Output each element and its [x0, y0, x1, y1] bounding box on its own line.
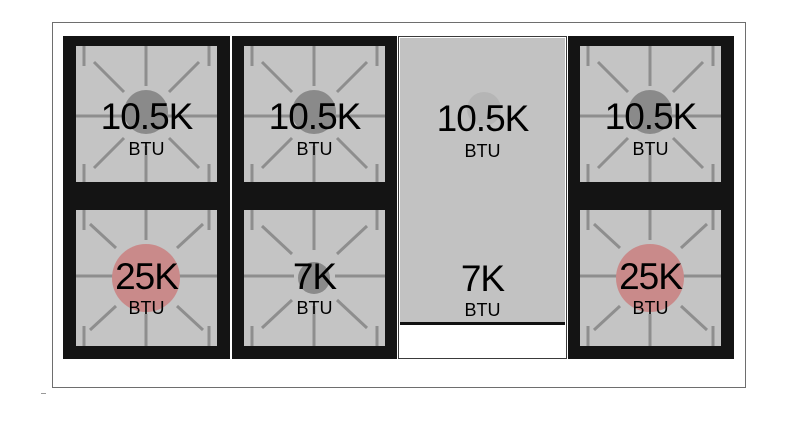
burner-cap-icon — [628, 90, 672, 134]
burner-cap-high-icon — [112, 244, 180, 312]
burner-unit: BTU — [296, 139, 333, 159]
burner-rating: 10.5K — [604, 96, 698, 137]
griddle-surface: 10.5K BTU 7K BTU — [400, 38, 565, 322]
griddle-upper-unit: BTU — [464, 141, 501, 161]
griddle-lower-unit: BTU — [464, 300, 501, 320]
grate-bars-icon — [76, 46, 217, 182]
burner-cell-left-rear[interactable]: 10.5K BTU — [76, 46, 217, 182]
grate-bars-icon — [76, 210, 217, 346]
griddle-upper-rating: 10.5K — [436, 98, 530, 139]
griddle-burner-mark-icon — [467, 92, 501, 126]
griddle-lower-rating: 7K — [460, 258, 505, 299]
burner-cell-right-front[interactable]: 25K BTU — [580, 210, 721, 346]
grate-bars-icon — [244, 46, 385, 182]
burner-cap-high-icon — [616, 244, 684, 312]
griddle-rim — [400, 322, 565, 325]
griddle[interactable]: 10.5K BTU 7K BTU — [398, 36, 567, 359]
stray-mark — [41, 393, 46, 394]
burner-unit: BTU — [632, 298, 669, 318]
burner-unit: BTU — [296, 298, 333, 318]
grate-bars-icon — [580, 210, 721, 346]
burner-rating: 10.5K — [268, 96, 362, 137]
burner-cell-left-front[interactable]: 25K BTU — [76, 210, 217, 346]
burner-rating: 7K — [292, 256, 337, 297]
grate-bars-icon — [244, 210, 385, 346]
burner-unit: BTU — [128, 139, 165, 159]
burner-unit: BTU — [632, 139, 669, 159]
burner-cap-icon — [298, 262, 330, 294]
grate-bars-icon — [580, 46, 721, 182]
burner-cell-right-rear[interactable]: 10.5K BTU — [580, 46, 721, 182]
burner-cap-icon — [124, 90, 168, 134]
burner-rating: 25K — [619, 256, 683, 297]
burner-cell-center-left-rear[interactable]: 10.5K BTU — [244, 46, 385, 182]
burner-unit: BTU — [128, 298, 165, 318]
burner-rating: 25K — [115, 256, 179, 297]
burner-cap-icon — [292, 90, 336, 134]
burner-cell-center-left-front[interactable]: 7K BTU — [244, 210, 385, 346]
burner-rating: 10.5K — [100, 96, 194, 137]
